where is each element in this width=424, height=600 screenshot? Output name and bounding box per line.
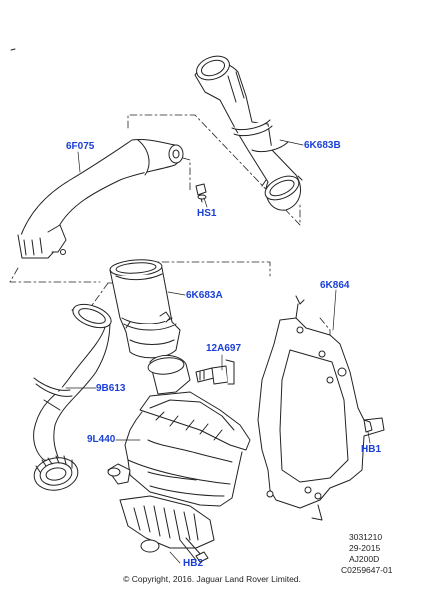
reference-line-1: 3031210 (349, 532, 383, 542)
part-label-12a697[interactable]: 12A697 (206, 343, 242, 354)
part-label-hb1[interactable]: HB1 (361, 444, 382, 455)
part-label-6k683b[interactable]: 6K683B (304, 140, 341, 151)
reference-line-2: 29-2015 (349, 543, 381, 553)
lower-charge-hose (33, 303, 112, 491)
middle-intake-hose (109, 259, 181, 359)
mounting-bracket (257, 295, 385, 521)
part-label-hs1[interactable]: HS1 (197, 208, 217, 219)
leader-lines (65, 139, 371, 564)
sensor-connector (195, 359, 235, 385)
corner-mark (10, 48, 16, 51)
part-label-6k683a[interactable]: 6K683A (186, 290, 223, 301)
upper-air-pipe (17, 139, 184, 259)
copyright-notice: © Copyright, 2016. Jaguar Land Rover Lim… (123, 574, 301, 584)
part-label-hb2[interactable]: HB2 (183, 558, 204, 569)
part-label-6k864[interactable]: 6K864 (320, 280, 350, 291)
part-label-9b613[interactable]: 9B613 (96, 383, 126, 394)
part-label-9l440[interactable]: 9L440 (87, 434, 116, 445)
reference-line-4: C0259647-01 (341, 565, 393, 575)
part-label-6f075[interactable]: 6F075 (66, 141, 95, 152)
reference-line-3: AJ200D (349, 554, 380, 564)
upper-intake-hose (194, 55, 303, 211)
intercooler (107, 355, 251, 563)
